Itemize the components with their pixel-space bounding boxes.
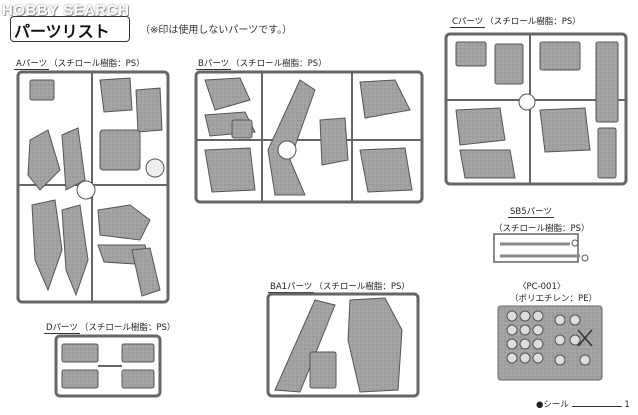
section-sb5-label: SB5パーツ — [508, 205, 554, 218]
section-c-material: （スチロール樹脂：PS） — [485, 17, 581, 27]
sprue-ba1 — [266, 292, 420, 398]
section-b-tag: Bパーツ — [196, 59, 232, 70]
sprue-pc001 — [497, 305, 603, 381]
section-c-tag: Cパーツ — [450, 17, 486, 28]
sprue-sb5 — [493, 233, 589, 263]
title-frame — [10, 16, 130, 42]
sticker-footer: ●シール 1 — [536, 398, 630, 410]
section-a-label: Aパーツ（スチロール樹脂：PS） — [14, 57, 145, 70]
section-pc-tag: 〈PC-001〉 — [518, 282, 566, 292]
section-b-material: （スチロール樹脂：PS） — [231, 59, 327, 69]
section-sb5-material: （スチロール樹脂：PS） — [494, 224, 590, 234]
sticker-count: 1 — [624, 400, 630, 410]
section-d-material: （スチロール樹脂：PS） — [79, 323, 176, 333]
sprue-d — [54, 334, 162, 398]
section-pc-material: （ポリエチレン：PE） — [510, 294, 597, 304]
unused-parts-note: （※印は使用しないパーツです。） — [140, 25, 293, 36]
section-sb5-tag: SB5パーツ — [508, 207, 554, 218]
page-title: パーツリスト — [14, 22, 110, 41]
section-d-tag: Dパーツ — [44, 323, 80, 334]
section-c-label: Cパーツ（スチロール樹脂：PS） — [450, 15, 581, 28]
section-d-label: Dパーツ（スチロール樹脂：PS） — [44, 321, 176, 334]
sprue-c — [444, 32, 628, 186]
sprue-b — [194, 70, 424, 204]
section-ba1-tag: BA1パーツ — [268, 282, 315, 293]
watermark-logo: HOBBY SEARCH — [2, 2, 130, 19]
section-a-material: （スチロール樹脂：PS） — [49, 59, 145, 69]
sprue-a — [16, 70, 170, 304]
section-b-label: Bパーツ（スチロール樹脂：PS） — [196, 57, 327, 70]
sticker-label: ●シール — [536, 400, 569, 410]
section-ba1-material: （スチロール樹脂：PS） — [314, 282, 410, 292]
section-a-tag: Aパーツ — [14, 59, 50, 70]
section-ba1-label: BA1パーツ（スチロール樹脂：PS） — [268, 280, 410, 293]
